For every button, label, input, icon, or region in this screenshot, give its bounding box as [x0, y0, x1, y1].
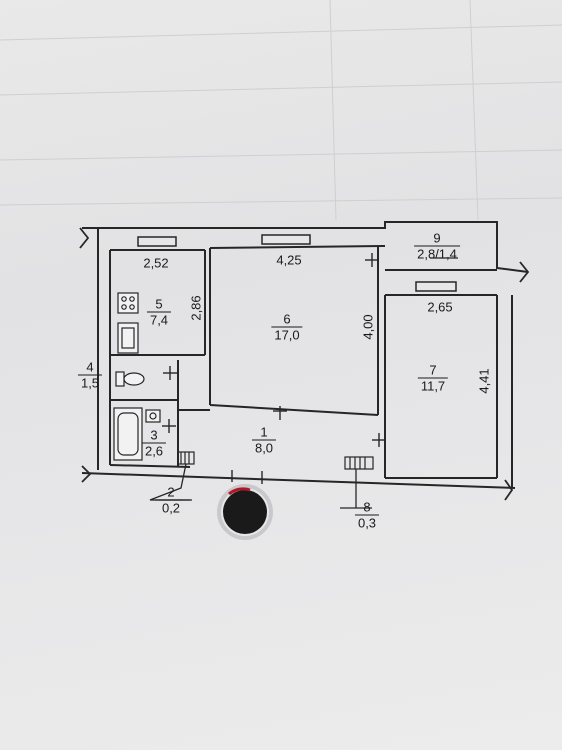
callout-8-area: 0,3: [354, 514, 380, 531]
callout-8-label: 8 0,3: [354, 499, 380, 531]
room-1-area: 8,0: [251, 439, 277, 456]
room-3-number: 3: [150, 427, 158, 443]
dim-room7-depth: 4,41: [476, 368, 492, 394]
room-3-label: 3 2,6: [141, 427, 167, 459]
room-4-label: 4 1,5: [77, 359, 103, 391]
stove-icon: [117, 292, 139, 314]
dim-room5-depth: 2,86: [188, 295, 204, 321]
room-6-number: 6: [283, 311, 291, 327]
sink-icon: [117, 322, 139, 354]
room-5-number: 5: [155, 296, 163, 312]
hatch-area-8: [344, 456, 374, 470]
callout-2-number: 2: [167, 484, 175, 500]
room-5-label: 5 7,4: [146, 296, 172, 328]
outer-wall-bottom: [81, 472, 516, 489]
washbasin-icon: [145, 409, 161, 423]
room-7-area: 11,7: [417, 377, 449, 394]
window-room9: [415, 281, 457, 292]
window-room5: [137, 236, 177, 247]
callout-2-area: 0,2: [158, 499, 184, 516]
room-1-number: 1: [260, 424, 268, 440]
room-4-number: 4: [86, 359, 94, 375]
outer-wall-top: [82, 221, 529, 273]
dim-room6-width: 4,25: [276, 252, 302, 268]
room-9-label: 9 2,8/1,4: [414, 231, 460, 262]
callout-8-number: 8: [363, 499, 371, 515]
room-3-area: 2,6: [141, 442, 167, 459]
outer-wall-bottom-inner: [109, 464, 191, 468]
toilet-icon: [115, 371, 145, 387]
break-mark-bottom-left: [81, 465, 92, 483]
room-1-label: 1 8,0: [251, 424, 277, 456]
window-room6: [261, 234, 311, 245]
dim-room7-width: 2,65: [427, 299, 453, 315]
break-mark-bottom-right: [504, 479, 514, 501]
room-5-area: 7,4: [146, 311, 172, 328]
room-6-label: 6 17,0: [271, 311, 303, 343]
bathtub-icon: [113, 407, 143, 461]
room-6-area: 17,0: [271, 326, 303, 343]
room-4-area: 1,5: [77, 374, 103, 391]
room-9-area: 2,8/1,4: [414, 245, 460, 262]
room-7-number: 7: [429, 362, 437, 378]
break-mark-right: [519, 261, 530, 283]
paper-hole-marker: [217, 484, 273, 540]
callout-2-label: 2 0,2: [158, 484, 184, 516]
dim-room6-depth: 4,00: [360, 314, 376, 340]
break-mark-top-left: [79, 227, 90, 249]
room-9-number: 9: [433, 230, 441, 246]
room-7-label: 7 11,7: [417, 362, 449, 394]
dim-room5-width: 2,52: [143, 255, 169, 271]
